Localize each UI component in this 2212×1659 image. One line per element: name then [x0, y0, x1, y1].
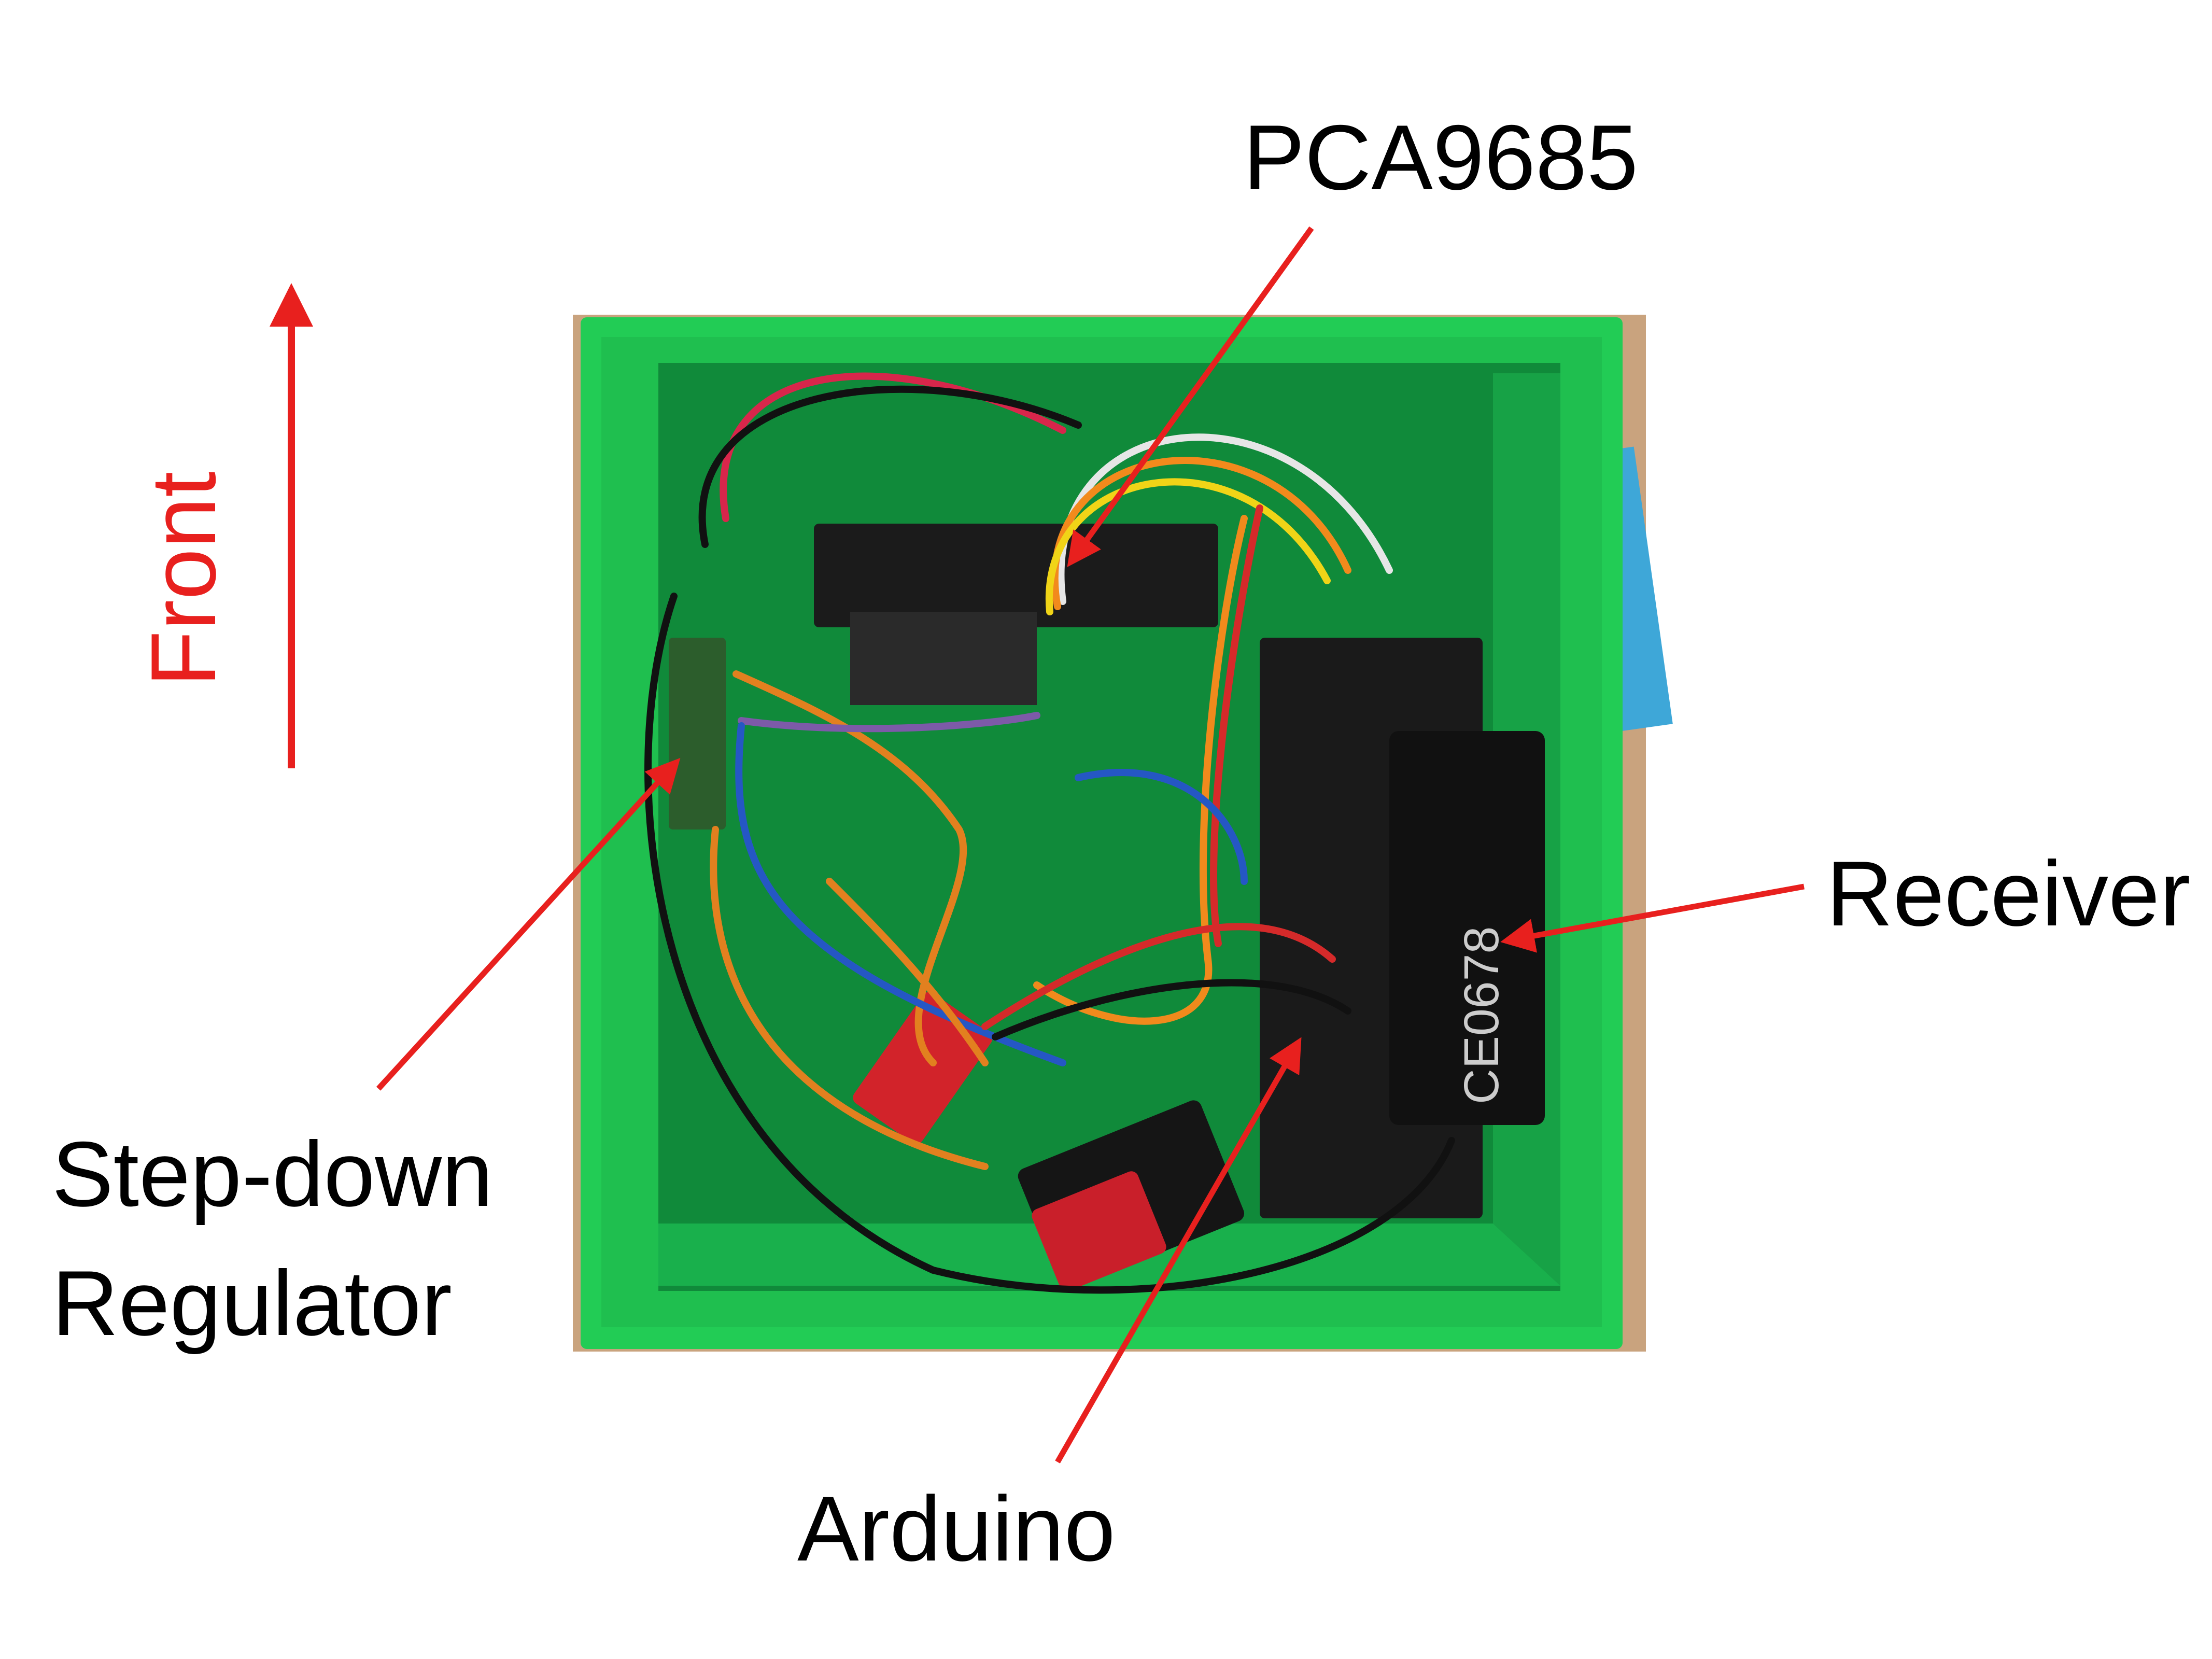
stepdown-regulator-label: Step-down Regulator	[52, 1109, 493, 1368]
receiver-label: Receiver	[1826, 842, 2191, 945]
regulator-board	[669, 638, 726, 830]
receiver-arrow	[1500, 883, 1805, 953]
wiring	[644, 372, 1455, 1294]
pca9685-label: PCA9685	[1243, 106, 1638, 209]
stepdown-label-line2: Regulator	[52, 1252, 452, 1355]
receiver-module	[1389, 731, 1545, 1125]
stepdown-label-line1: Step-down	[52, 1122, 493, 1226]
stepdown-arrow	[376, 757, 681, 1091]
power-switch	[1032, 1171, 1166, 1291]
pca9685-headers	[850, 612, 1037, 705]
arduino-label: Arduino	[797, 1477, 1116, 1580]
front-label: Front	[132, 471, 235, 687]
arduino-arrow	[1055, 1037, 1302, 1464]
pca9685-board	[814, 524, 1218, 627]
pca9685-arrow	[1067, 226, 1314, 567]
device-photo: CE0678	[573, 315, 1673, 1352]
receiver-marking: CE0678	[1454, 926, 1509, 1104]
